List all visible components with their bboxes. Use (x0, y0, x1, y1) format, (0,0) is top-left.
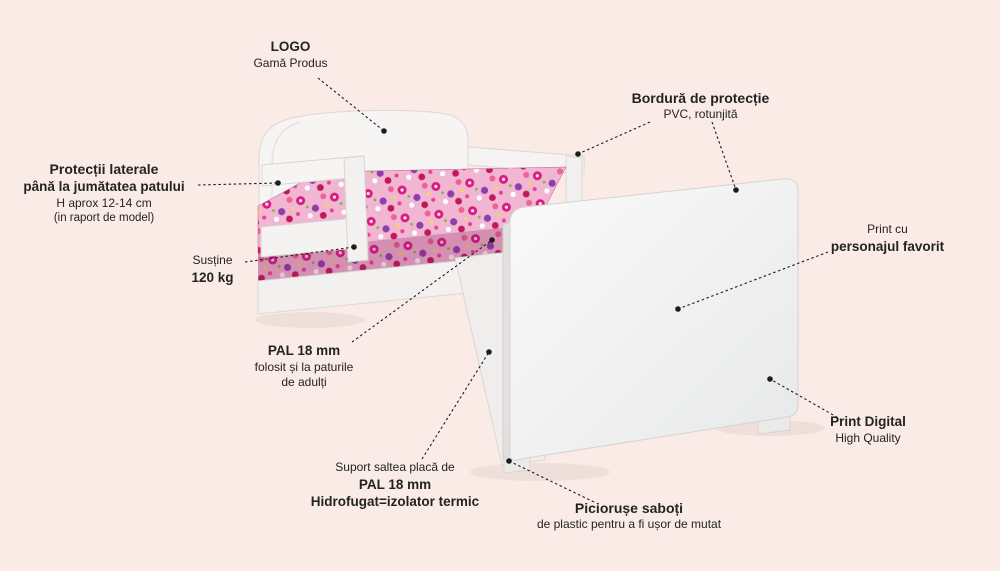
supports-line1: Susține (192, 253, 233, 267)
pal-board-line2: folosit și la paturile (254, 359, 354, 374)
label-feet: Piciorușe saboți de plastic pentru a fi … (520, 499, 738, 533)
side-protections-line2: până la jumătatea patului (23, 179, 185, 195)
mattress-support-line3: Hidrofugat=izolator termic (310, 494, 480, 510)
callout-logo (317, 77, 385, 132)
mattress-support-line1: Suport saltea placă de (335, 460, 455, 474)
digital-print-line1: Print Digital (830, 414, 906, 429)
callout-suport-saltea (421, 351, 490, 460)
mattress-support-line2: PAL 18 mm (358, 476, 432, 492)
favorite-print-line1: Print cu (867, 222, 908, 236)
label-digital-print: Print Digital High Quality (808, 413, 928, 446)
callout-print-digital (769, 378, 843, 421)
feet-line1: Piciorușe saboți (574, 500, 684, 516)
label-mattress-support: Suport saltea placă de PAL 18 mm Hidrofu… (296, 460, 494, 511)
protective-edge-subtitle: PVC, rotunjită (663, 107, 738, 122)
callout-pal (351, 239, 493, 343)
logo-subtitle: Gamă Produs (253, 55, 328, 70)
digital-print-line2: High Quality (835, 430, 901, 445)
protective-edge-title: Bordură de protecție (631, 90, 770, 106)
callout-protectii (197, 182, 279, 186)
label-supports-weight: Susține 120 kg (160, 253, 265, 286)
feet-line2: de plastic pentru a fi ușor de mutat (536, 517, 722, 532)
pal-board-line1: PAL 18 mm (267, 343, 341, 358)
logo-title: LOGO (270, 39, 311, 54)
side-protections-line1: Protecții laterale (49, 161, 159, 177)
footboard-print-panel (502, 178, 799, 461)
pal-board-line3: de adulți (281, 375, 327, 390)
side-protections-line3: H aprox 12-14 cm (56, 195, 152, 210)
label-logo: LOGO Gamă Produs (228, 38, 353, 71)
label-favorite-print: Print cu personajul favorit (805, 222, 970, 255)
label-pal-board: PAL 18 mm folosit și la paturile de adul… (228, 342, 380, 391)
callout-print-personaj (677, 251, 829, 310)
label-side-protections: Protecții laterale până la jumătatea pat… (5, 160, 203, 226)
label-protective-edge: Bordură de protecție PVC, rotunjită (598, 89, 803, 123)
callout-dots (275, 128, 773, 464)
favorite-print-line2: personajul favorit (830, 238, 945, 254)
callout-bordura-left (577, 121, 651, 155)
callout-picioruse (508, 460, 595, 503)
side-protections-line4: (in raport de model) (53, 212, 155, 225)
callout-bordura-right (711, 121, 737, 191)
side-guard-rail (260, 155, 369, 263)
supports-line2: 120 kg (191, 269, 234, 285)
